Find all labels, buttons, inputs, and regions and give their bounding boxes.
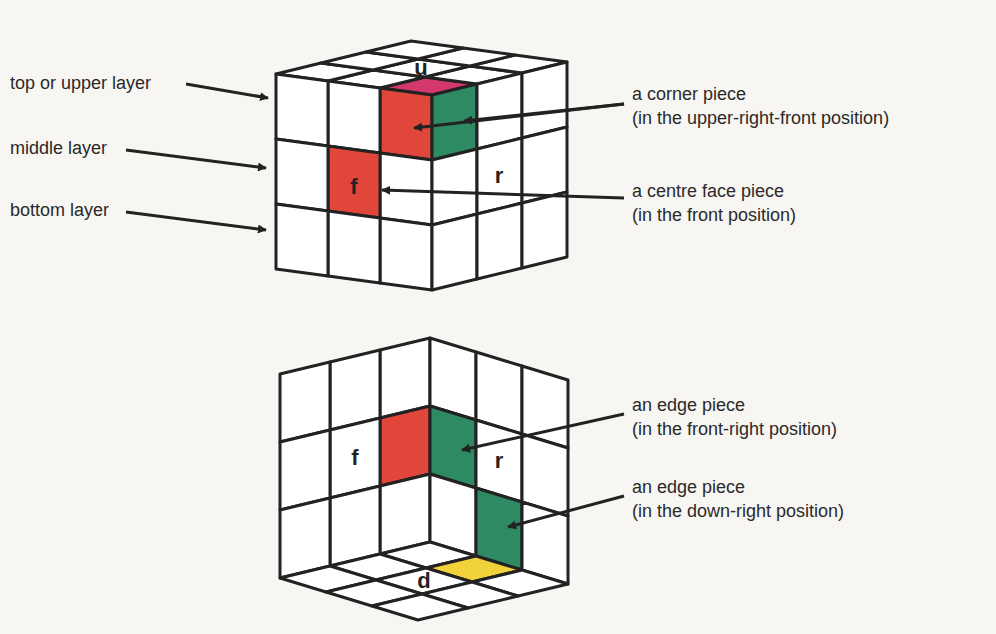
cube-sticker [522, 127, 567, 203]
layer-label: top or upper layer [10, 73, 151, 95]
cube-sticker [372, 594, 468, 620]
leader-arrow [186, 84, 268, 98]
cube-sticker [380, 218, 432, 290]
cube-sticker [328, 211, 380, 283]
cube-sticker [477, 203, 522, 279]
piece-note: (in the front-right position) [632, 419, 837, 441]
piece-note: (in the upper-right-front position) [632, 108, 889, 130]
cube-sticker [477, 138, 522, 214]
piece-note: (in the front position) [632, 205, 796, 227]
leader-arrow [126, 212, 266, 230]
face-letter: d [417, 568, 430, 594]
leader-arrow [462, 414, 624, 450]
leader-arrow [414, 104, 624, 128]
leader-arrow [382, 190, 624, 198]
cube-sticker [330, 418, 380, 498]
face-letter: u [414, 55, 427, 81]
face-letter: r [495, 448, 504, 474]
piece-label: an edge piece [632, 395, 745, 417]
leader-arrow [508, 496, 624, 527]
cube-sticker [380, 474, 430, 554]
face-letter: f [351, 445, 358, 471]
piece-label: an edge piece [632, 477, 745, 499]
cube-sticker [276, 74, 328, 146]
cube-sticker [380, 88, 432, 160]
cube-sticker [522, 192, 567, 268]
piece-label: a centre face piece [632, 181, 784, 203]
layer-label: bottom layer [10, 200, 109, 222]
cube-sticker [276, 204, 328, 276]
face-letter: f [350, 174, 357, 200]
cube-sticker [328, 146, 380, 218]
cube-sticker [432, 149, 477, 225]
cube-sticker [328, 81, 380, 153]
cube-sticker [330, 350, 380, 430]
cube-sticker [280, 498, 330, 578]
piece-label: a corner piece [632, 84, 746, 106]
cube-sticker [477, 73, 522, 149]
face-letter: r [495, 163, 504, 189]
layer-label: middle layer [10, 138, 107, 160]
cube-sticker [280, 362, 330, 442]
cube-sticker [276, 139, 328, 211]
cube-sticker [380, 406, 430, 486]
piece-note: (in the down-right position) [632, 501, 844, 523]
cube-sticker [432, 214, 477, 290]
cube-sticker [280, 430, 330, 510]
cube-sticker [380, 338, 430, 418]
cube-sticker [522, 62, 567, 138]
leader-arrow [126, 150, 266, 168]
cube-sticker [330, 486, 380, 566]
